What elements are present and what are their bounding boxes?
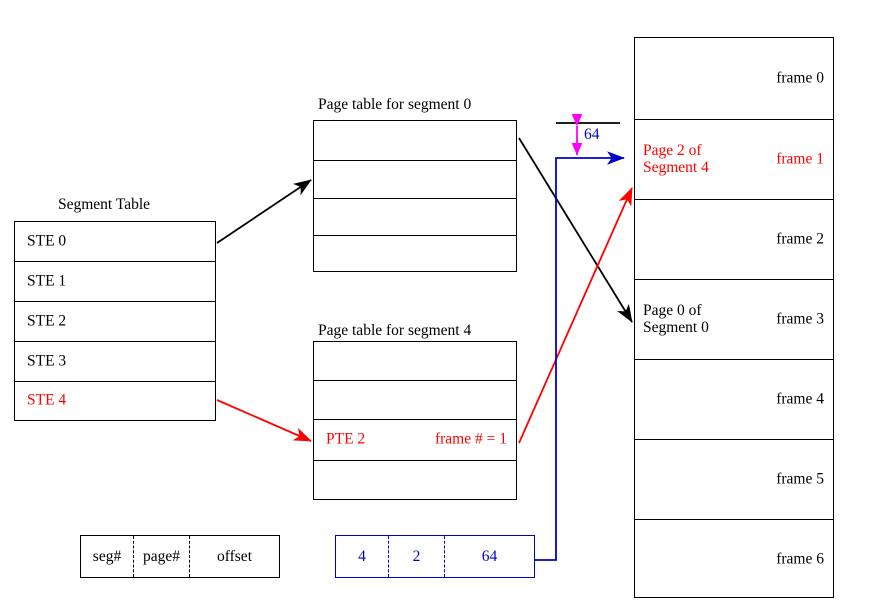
segment-table-row[interactable]: STE 1 [15,262,215,302]
segment-table-row[interactable]: STE 0 [15,222,215,262]
arrow-ste4-to-pagetable4 [216,399,312,442]
segment-table-title: Segment Table [58,196,151,213]
segment-table-row-active[interactable]: STE 4 [15,382,215,419]
segment-table-row[interactable]: STE 3 [15,342,215,382]
page-table-0-row[interactable] [314,199,516,236]
memory-frame[interactable]: Page 0 of Segment 0 frame 3 [635,280,833,360]
ste-label: STE 3 [27,352,67,370]
ste-label: STE 0 [27,232,67,250]
memory-frame[interactable]: frame 4 [635,360,833,440]
arrow-pagetable0-to-frame3 [518,137,633,323]
address-format-field-seg: seg# [92,547,122,565]
memory-frame-active[interactable]: Page 2 of Segment 4 frame 1 [635,120,833,200]
frame-content-line1: Page 0 of [643,301,702,319]
page-table-4-row[interactable] [314,381,516,420]
memory-frame[interactable]: frame 0 [635,38,833,120]
physical-memory: frame 0 Page 2 of Segment 4 frame 1 fram… [634,37,834,598]
page-table-0-row[interactable] [314,161,516,199]
address-value-page: 2 [388,536,444,577]
page-table-0-row[interactable] [314,236,516,270]
memory-frame[interactable]: frame 6 [635,520,833,599]
pte-label-active: PTE 2 [326,430,366,448]
memory-frame[interactable]: frame 5 [635,440,833,520]
page-table-0-title: Page table for segment 0 [318,96,472,113]
segment-table-row[interactable]: STE 2 [15,302,215,342]
frame-content: Page 0 of Segment 0 [643,301,709,336]
frame-name: frame 4 [776,390,824,408]
page-table-4-row-active[interactable]: PTE 2 frame # = 1 [314,420,516,461]
ste-label: STE 1 [27,272,67,290]
ste-label: STE 2 [27,312,67,330]
page-table-4-row[interactable] [314,461,516,499]
address-format-field-page: page# [133,536,189,577]
memory-frame[interactable]: frame 2 [635,200,833,280]
frame-name: frame 2 [776,230,824,248]
address-value-seg: 4 [358,547,366,565]
arrow-ste0-to-pagetable0 [216,179,312,244]
page-table-segment-0 [313,120,517,272]
frame-content-line2: Segment 0 [643,318,709,336]
page-table-4-title: Page table for segment 4 [318,322,472,339]
address-format-field-offset: offset [189,536,279,577]
page-table-segment-4: PTE 2 frame # = 1 [313,341,517,500]
address-format-box: seg# page# offset [80,535,280,578]
frame-name: frame 5 [776,470,824,488]
arrow-pte2-to-frame1 [518,187,633,444]
pte-frame-label-active: frame # = 1 [434,430,507,448]
frame-content-line1: Page 2 of [643,141,702,159]
ste-label-active: STE 4 [27,391,67,409]
frame-content-line2: Segment 4 [643,158,709,176]
segment-table: STE 0 STE 1 STE 2 STE 3 STE 4 [14,221,216,421]
frame-name: frame 6 [776,550,824,568]
frame-name: frame 3 [776,310,824,328]
address-value-box[interactable]: 4 2 64 [335,535,535,578]
address-value-offset: 64 [444,536,534,577]
frame-name-active: frame 1 [776,150,824,168]
frame-content-active: Page 2 of Segment 4 [643,141,709,176]
offset-route-polyline [535,151,625,561]
offset-measure-label: 64 [584,126,600,143]
page-table-0-row[interactable] [314,121,516,161]
frame-name: frame 0 [776,69,824,87]
page-table-4-row[interactable] [314,342,516,381]
